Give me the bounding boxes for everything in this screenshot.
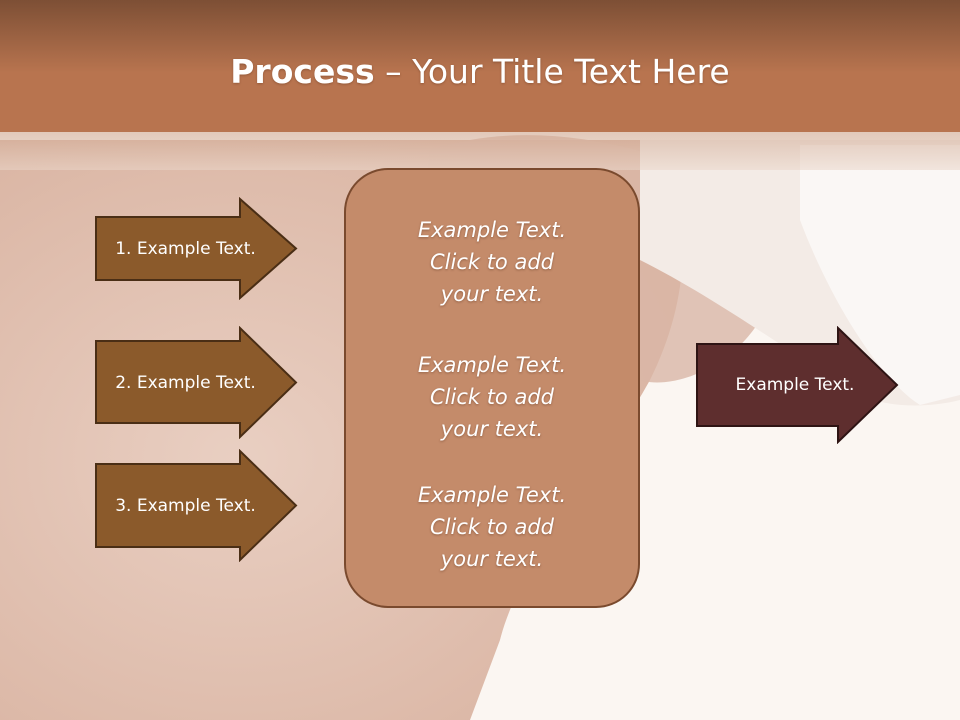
block-line: your text. xyxy=(440,547,544,571)
step-label-1: 1. Example Text. xyxy=(115,238,256,259)
title-rest: – Your Title Text Here xyxy=(374,52,730,91)
center-text-box[interactable]: Example Text. Click to add your text. Ex… xyxy=(344,168,640,608)
center-text-block-1: Example Text. Click to add your text. xyxy=(346,214,638,310)
title-bold: Process xyxy=(230,52,375,91)
center-text-block-3: Example Text. Click to add your text. xyxy=(346,479,638,575)
arrow-right-shape xyxy=(95,197,298,300)
step-arrow-3[interactable]: 3. Example Text. xyxy=(94,449,299,562)
step-arrow-2[interactable]: 2. Example Text. xyxy=(94,326,299,439)
block-line: Click to add xyxy=(429,515,554,539)
step-arrow-1[interactable]: 1. Example Text. xyxy=(94,197,299,300)
center-text-block-2: Example Text. Click to add your text. xyxy=(346,349,638,445)
block-line: Click to add xyxy=(429,250,554,274)
step-label-3: 3. Example Text. xyxy=(115,495,256,516)
arrow-right-shape xyxy=(95,326,298,439)
slide-title[interactable]: Process – Your Title Text Here xyxy=(0,52,960,91)
block-line: Example Text. xyxy=(417,218,567,242)
block-line: Example Text. xyxy=(417,483,567,507)
block-line: Click to add xyxy=(429,385,554,409)
result-label: Example Text. xyxy=(735,375,855,395)
block-line: Example Text. xyxy=(417,353,567,377)
step-label-2: 2. Example Text. xyxy=(115,372,256,393)
block-line: your text. xyxy=(440,282,544,306)
block-line: your text. xyxy=(440,417,544,441)
result-arrow[interactable]: Example Text. xyxy=(695,326,900,444)
arrow-right-shape xyxy=(95,449,298,562)
arrow-right-shape xyxy=(696,326,899,444)
